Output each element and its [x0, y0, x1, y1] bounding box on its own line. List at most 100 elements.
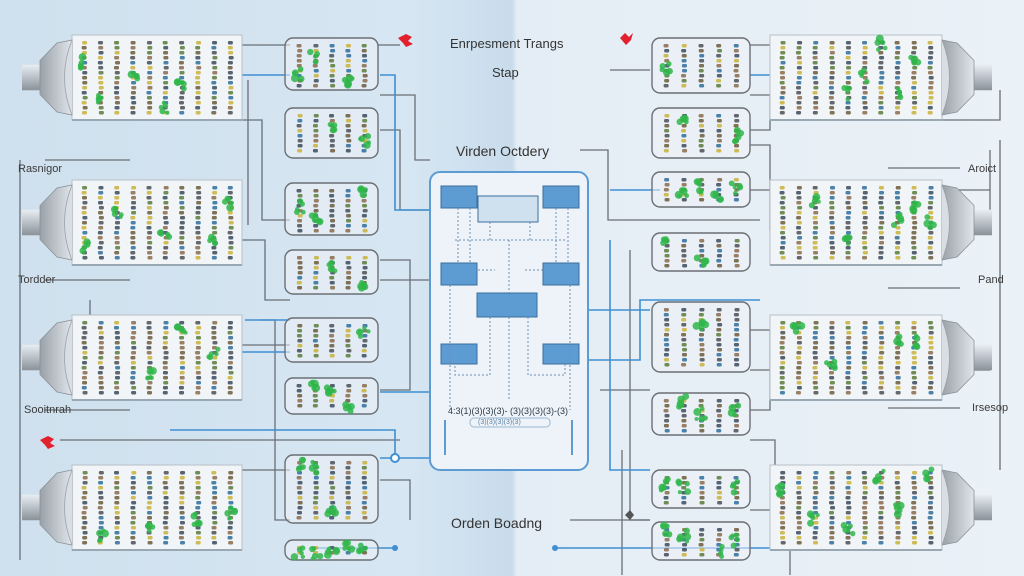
component-stack	[663, 114, 670, 153]
left-label-1: Rasnigor	[18, 163, 63, 175]
component-stack	[327, 114, 338, 153]
component-stack	[293, 189, 306, 233]
cylinder-cone-icon	[22, 39, 73, 116]
module-box[interactable]	[651, 301, 751, 373]
junction-node-bottom-left	[392, 545, 398, 551]
component-stack	[295, 456, 306, 520]
component-stack	[342, 384, 355, 415]
module-box[interactable]	[284, 539, 379, 561]
module-box[interactable]	[651, 171, 751, 208]
component-stack	[329, 189, 336, 233]
component-stack	[663, 178, 670, 202]
module-box[interactable]	[651, 469, 751, 509]
top-title: Enrpesment Trangs	[450, 36, 564, 51]
component-stack	[878, 321, 885, 395]
module-box[interactable]	[284, 182, 379, 236]
component-stack	[329, 324, 335, 358]
cylinder-cone-icon	[941, 39, 992, 116]
component-stack	[307, 379, 321, 408]
component-stack	[113, 321, 121, 395]
module-box[interactable]	[284, 37, 379, 91]
component-stack	[890, 186, 905, 260]
component-stack	[95, 41, 104, 115]
component-stack	[908, 41, 922, 115]
component-stack	[922, 466, 935, 545]
module-block-br	[542, 343, 580, 365]
component-stack	[345, 256, 352, 290]
component-stack	[96, 471, 109, 545]
component-stack	[158, 41, 170, 115]
component-stack	[872, 468, 886, 545]
component-stack	[224, 471, 239, 545]
module-box[interactable]	[284, 107, 379, 159]
module-box[interactable]	[651, 37, 751, 94]
component-stack	[716, 44, 723, 88]
component-stack	[296, 114, 303, 153]
component-stack	[663, 399, 670, 433]
module-box[interactable]	[284, 377, 379, 415]
module-box[interactable]	[284, 249, 379, 295]
module-box[interactable]	[284, 317, 379, 363]
component-stack	[162, 321, 169, 395]
component-stack	[693, 239, 710, 268]
component-stack	[190, 471, 203, 545]
component-stack	[812, 41, 819, 115]
component-stack	[195, 186, 202, 260]
component-stack	[681, 44, 688, 88]
component-stack	[733, 239, 740, 268]
module-box[interactable]	[284, 454, 379, 524]
component-stack	[676, 527, 692, 557]
component-stack	[130, 186, 137, 260]
module-box[interactable]	[651, 521, 751, 561]
component-stack	[729, 476, 741, 505]
component-stack	[728, 528, 740, 557]
left-label-3: Sooitnrah	[24, 404, 72, 416]
cylinder-cone-icon	[22, 319, 73, 396]
cylinder-cone-icon	[22, 184, 73, 261]
modules-left	[284, 37, 379, 561]
component-stack	[227, 41, 234, 115]
component-stack	[727, 399, 742, 433]
module-box[interactable]	[651, 232, 751, 272]
component-stack	[824, 321, 838, 395]
component-stack	[323, 384, 337, 408]
component-stack	[113, 41, 121, 115]
component-stack	[97, 186, 104, 260]
component-stack	[676, 114, 689, 153]
module-block-center	[476, 292, 538, 318]
component-stack	[97, 321, 104, 395]
component-stack	[221, 186, 235, 260]
component-stack	[146, 186, 153, 260]
cylinder-unit	[22, 34, 243, 121]
component-stack	[296, 384, 303, 408]
cylinder-unit	[22, 314, 243, 401]
valve-icon	[625, 510, 634, 520]
component-stack	[861, 186, 868, 260]
component-stack	[893, 321, 904, 395]
component-stack	[361, 461, 368, 520]
component-stack	[893, 471, 905, 545]
component-stack	[358, 114, 372, 153]
component-stack	[911, 471, 918, 545]
component-stack	[828, 41, 835, 115]
component-stack	[312, 114, 319, 153]
cylinder-unit	[22, 464, 243, 551]
component-stack	[323, 546, 341, 559]
component-stack	[114, 471, 120, 545]
component-stack	[806, 471, 820, 545]
right-label-2: Pand	[978, 274, 1004, 286]
component-stack	[927, 41, 934, 115]
component-stack	[296, 324, 303, 358]
component-stack	[658, 475, 671, 505]
component-stack	[110, 186, 124, 260]
module-box[interactable]	[651, 107, 751, 159]
component-stack	[909, 186, 922, 260]
module-box[interactable]	[651, 392, 751, 436]
component-stack	[361, 44, 368, 88]
control-unit[interactable]	[429, 171, 589, 471]
module-block-bl	[440, 343, 478, 365]
component-stack	[145, 321, 157, 395]
component-stack	[716, 308, 723, 367]
component-stack	[663, 308, 670, 367]
component-stack	[716, 114, 722, 153]
